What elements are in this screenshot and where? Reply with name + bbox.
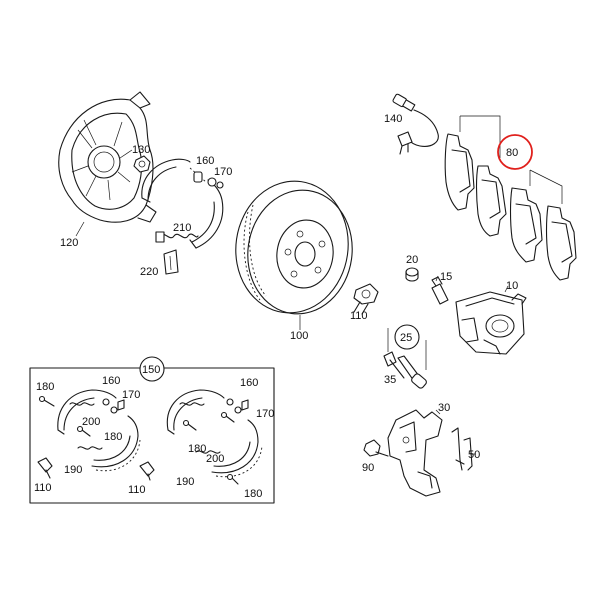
brake-caliper-part[interactable]	[455, 291, 527, 355]
label-150: 150	[142, 364, 160, 376]
clip-part[interactable]	[163, 249, 179, 275]
label-10: 10	[506, 280, 518, 292]
label-kit-160b: 160	[240, 377, 258, 389]
highlight-circle-80	[497, 134, 533, 170]
bolt-part[interactable]	[353, 283, 379, 315]
label-25: 25	[400, 332, 412, 344]
kit-right-pins[interactable]	[182, 411, 239, 485]
label-170: 170	[214, 166, 232, 178]
callout-leaders-25	[387, 328, 427, 370]
label-20: 20	[406, 254, 418, 266]
label-80: 80	[506, 147, 518, 159]
callout-circle-25	[394, 324, 420, 350]
label-120: 120	[60, 237, 78, 249]
label-15: 15	[440, 271, 452, 283]
label-kit-200b: 200	[206, 453, 224, 465]
bleed-valve-part[interactable]	[431, 276, 449, 305]
label-100: 100	[290, 330, 308, 342]
label-kit-180a: 180	[36, 381, 54, 393]
nut-part[interactable]	[133, 155, 151, 173]
parking-brake-shoe-part[interactable]	[141, 158, 224, 249]
carrier-bolt-part[interactable]	[363, 439, 389, 457]
pad-leader-lines	[459, 115, 563, 204]
label-kit-190b: 190	[176, 476, 194, 488]
brake-disc-part[interactable]	[227, 174, 360, 321]
label-30: 30	[438, 402, 450, 414]
label-kit-170b: 170	[256, 408, 274, 420]
adjuster-part[interactable]	[193, 171, 224, 189]
kit-left-shoes[interactable]	[57, 389, 141, 472]
label-kit-170a: 170	[122, 389, 140, 401]
label-110: 110	[350, 310, 368, 322]
label-140: 140	[384, 113, 402, 125]
guide-pin-part[interactable]	[383, 351, 428, 389]
caliper-carrier-part[interactable]	[387, 409, 443, 497]
spring-part[interactable]	[155, 231, 199, 243]
label-210: 210	[173, 222, 191, 234]
label-35: 35	[384, 374, 396, 386]
kit-left-pins[interactable]	[37, 395, 155, 481]
label-kit-110b: 110	[128, 484, 146, 496]
label-50: 50	[468, 449, 480, 461]
label-160: 160	[196, 155, 214, 167]
callout-circle-150	[139, 356, 165, 382]
label-kit-180c: 180	[188, 443, 206, 455]
label-kit-160a: 160	[102, 375, 120, 387]
kit-right-shoes[interactable]	[166, 389, 263, 478]
label-90: 90	[362, 462, 374, 474]
label-kit-110a: 110	[34, 482, 52, 494]
wear-sensor-part[interactable]	[392, 93, 439, 155]
label-kit-180d: 180	[244, 488, 262, 500]
label-220: 220	[140, 266, 158, 278]
label-kit-190a: 190	[64, 464, 82, 476]
label-kit-180b: 180	[104, 431, 122, 443]
label-130: 130	[132, 144, 150, 156]
anti-rattle-spring-part[interactable]	[451, 427, 473, 471]
label-kit-200a: 200	[82, 416, 100, 428]
brake-pads-part[interactable]	[444, 133, 577, 281]
cap-part[interactable]	[405, 267, 419, 282]
